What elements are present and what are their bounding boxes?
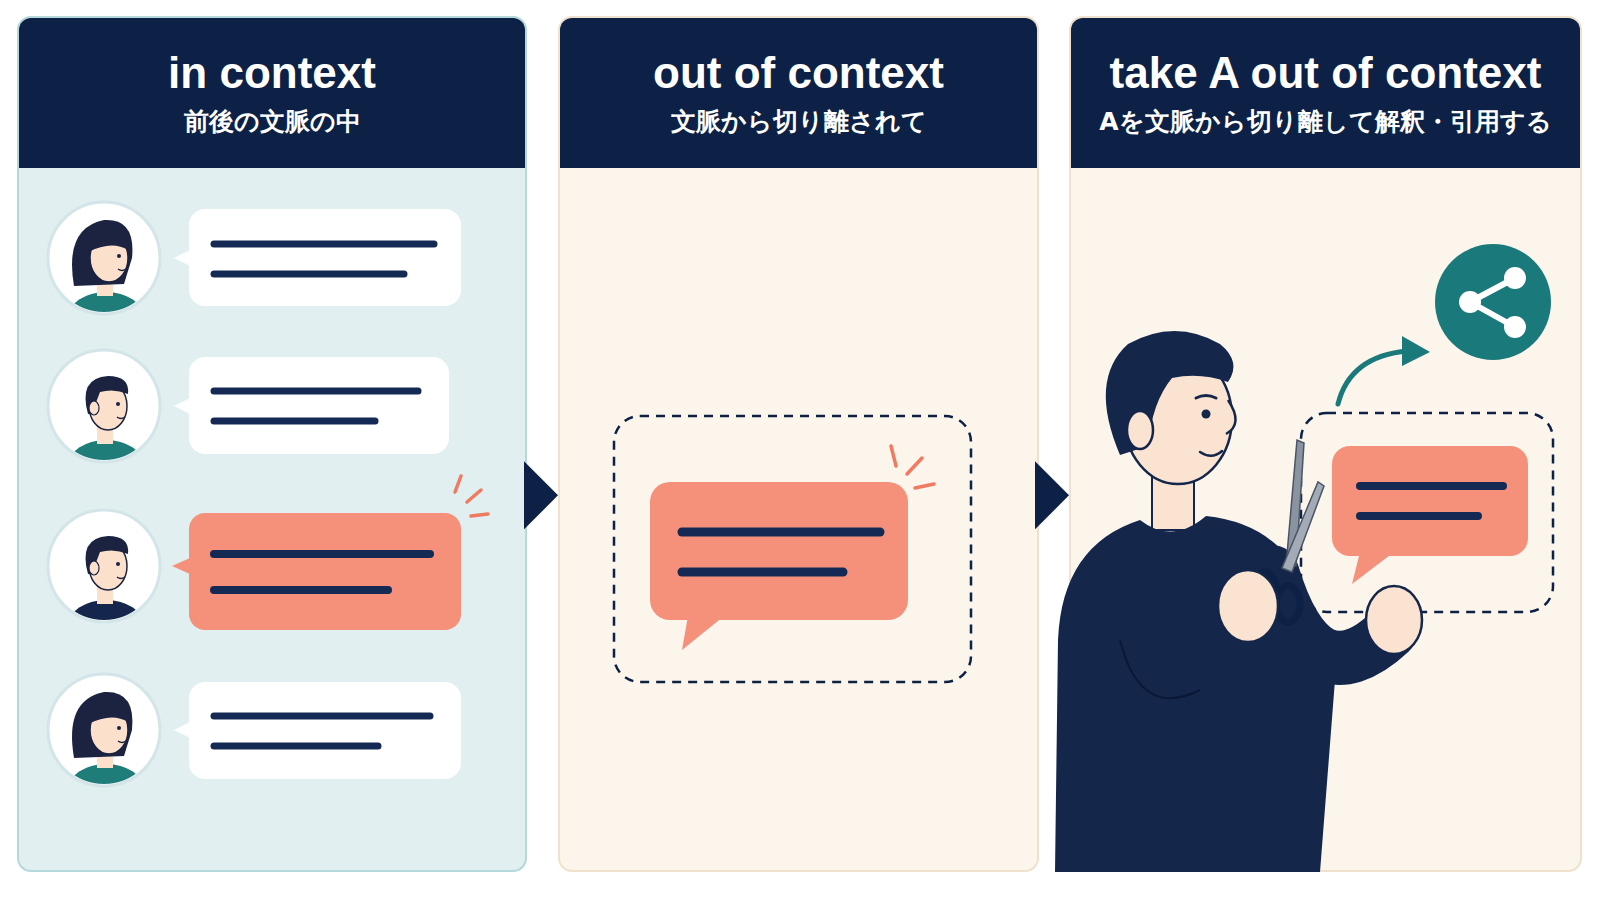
panel-subtitle: Aを文脈から切り離して解釈・引用する: [1099, 106, 1551, 138]
panel-subtitle: 文脈から切り離されて: [671, 106, 927, 138]
panel-title: in context: [168, 48, 376, 98]
panel-title: take A out of context: [1110, 48, 1542, 98]
panel-header: in context 前後の文脈の中: [19, 18, 525, 168]
concept-panel: in context 前後の文脈の中: [17, 16, 527, 872]
panel-header: out of context 文脈から切り離されて: [560, 18, 1037, 168]
panel-header: take A out of contextAを文脈から切り離して解釈・引用する: [1071, 18, 1580, 168]
concept-panel: out of context 文脈から切り離されて: [558, 16, 1039, 872]
flow-arrow: [527, 485, 558, 505]
flow-arrow: [1039, 485, 1069, 505]
concept-panel: take A out of contextAを文脈から切り離して解釈・引用する: [1069, 16, 1582, 872]
panel-subtitle: 前後の文脈の中: [184, 106, 361, 138]
panel-title: out of context: [653, 48, 944, 98]
